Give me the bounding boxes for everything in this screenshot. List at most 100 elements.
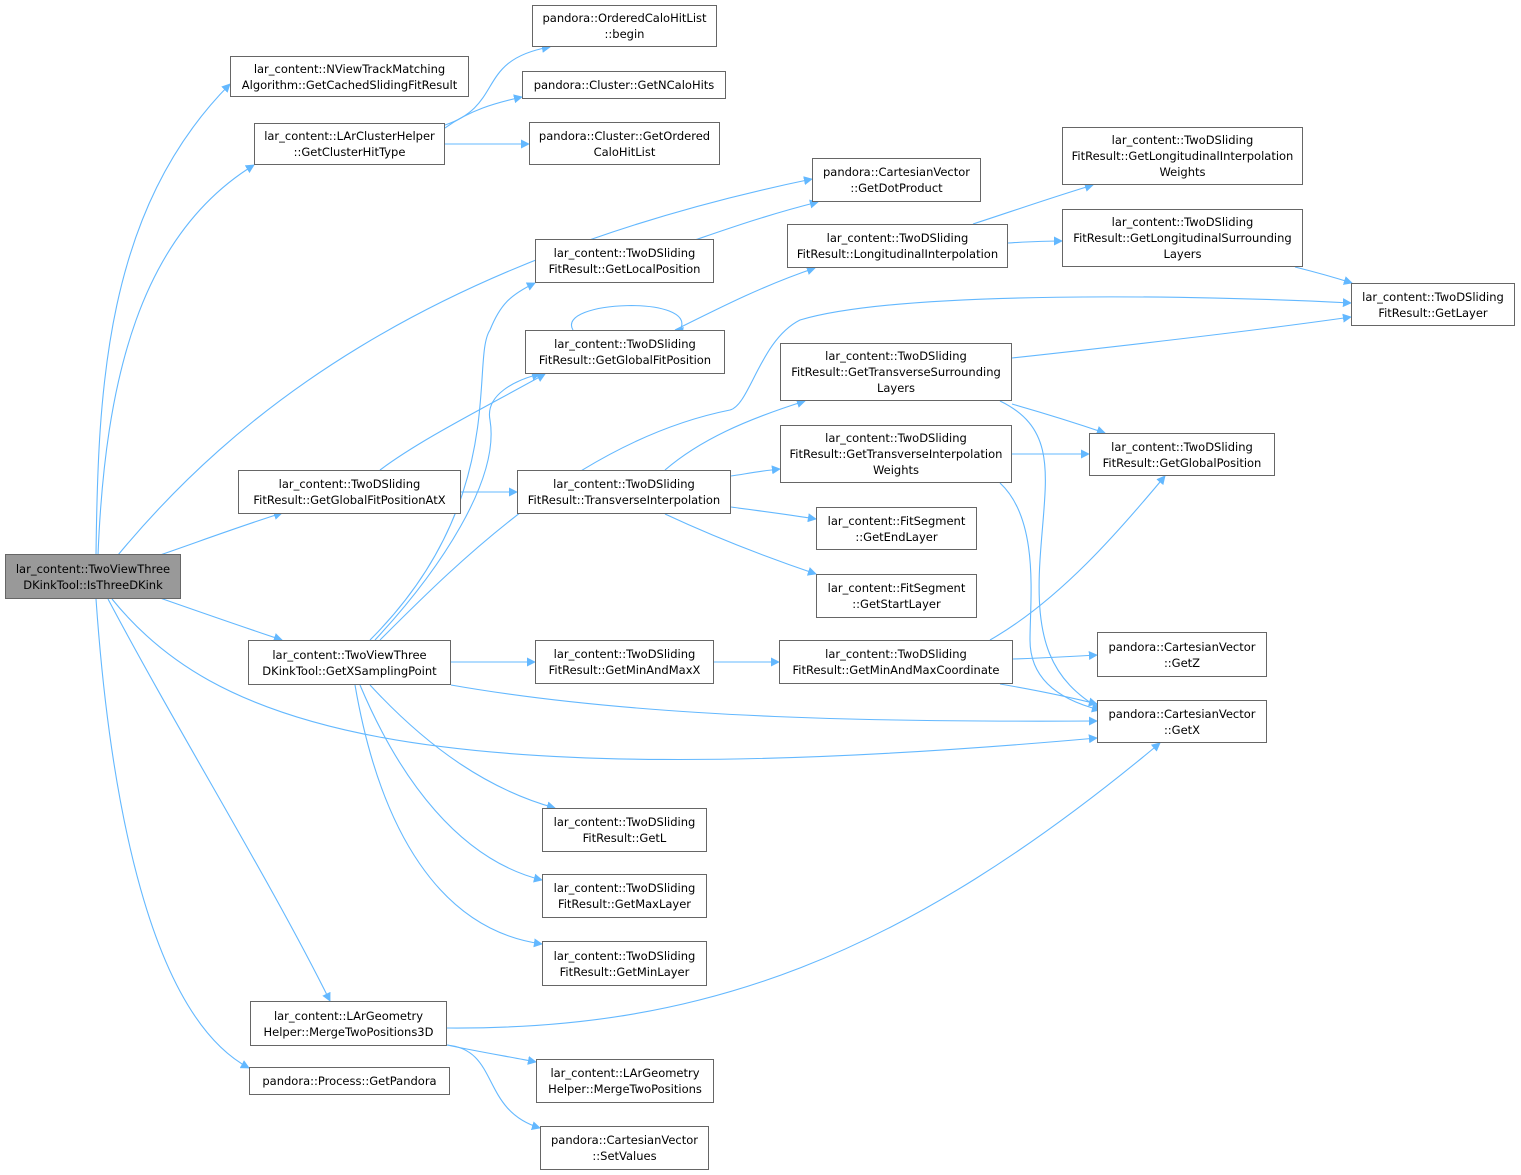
edge-kt_xsampling-to-sf_maxlayer (359, 684, 543, 883)
node-label-line: pandora::OrderedCaloHitList (542, 11, 707, 25)
node-label-line: Helper::MergeTwoPositions3D (263, 1024, 434, 1039)
node-label-line: FitResult::GetLocalPosition (548, 262, 701, 276)
node-label-line: pandora::CartesianVector (822, 165, 971, 179)
node-label-line: FitResult::GetTransverseSurrounding (791, 365, 1001, 379)
node-label-line: lar_content::TwoDSliding (1362, 289, 1504, 304)
node-label-line: pandora::Cluster::GetNCaloHits (533, 78, 715, 92)
edge-sf_minmaxcoord-to-cv_getx (999, 683, 1098, 707)
edge-kt_xsampling-to-cv_getx (450, 684, 1098, 726)
node-fs_endlayer[interactable]: lar_content::FitSegment::GetEndLayer (816, 507, 977, 550)
node-ch_hittype[interactable]: lar_content::LArClusterHelper::GetCluste… (254, 123, 445, 165)
node-label-line: pandora::CartesianVector (1108, 706, 1256, 721)
edge-ch_hittype-to-cl_ncalo (444, 94, 523, 129)
node-label-line: lar_content::TwoDSliding (825, 647, 967, 661)
edge-sf_transinterp-to-sf_transweights (730, 465, 781, 477)
node-label-line: lar_content::TwoDSliding (1111, 439, 1253, 454)
node-label-line: ::GetX (1163, 722, 1201, 737)
edge-sf_longinterp-to-sf_longsurr (1007, 236, 1063, 246)
node-label-line: lar_content::FitSegment (827, 513, 966, 528)
edge-kt_xsampling-to-sf_globalfit (374, 371, 541, 641)
node-cv_getz[interactable]: pandora::CartesianVector::GetZ (1097, 632, 1267, 677)
node-label-line: lar_content::NViewTrackMatching (253, 61, 446, 76)
node-label-line: FitResult::GetGlobalPosition (1102, 455, 1262, 470)
edge-root-to-gh_merge3d (107, 598, 331, 1002)
node-label-line: DKinkTool::GetXSamplingPoint (262, 663, 437, 678)
node-label-line: lar_content::TwoDSliding (553, 246, 696, 260)
node-cv_setvalues[interactable]: pandora::CartesianVector::SetValues (540, 1126, 709, 1170)
node-label-line: pandora::Cluster::GetOrdered (538, 128, 711, 143)
node-label-line: FitResult::GetLongitudinalSurrounding (1073, 231, 1292, 245)
edge-root-to-sf_globalfitx (159, 511, 283, 556)
edge-sf_transsurr-to-sf_globalpos (1011, 403, 1106, 435)
node-fs_startlayer[interactable]: lar_content::FitSegment::GetStartLayer (816, 574, 977, 618)
node-cv_dot[interactable]: pandora::CartesianVector::GetDotProduct (812, 158, 981, 202)
node-label-line: lar_content::TwoDSliding (553, 815, 696, 829)
edge-sf_longsurr-to-sf_getlayer (1294, 266, 1353, 285)
edge-sf_localpos-to-cv_dot (694, 199, 819, 241)
node-label-line: lar_content::TwoDSliding (553, 881, 696, 895)
node-label-line: lar_content::TwoDSliding (553, 477, 695, 491)
node-label-line: lar_content::TwoDSliding (826, 231, 969, 245)
edge-root-to-kt_xsampling (159, 597, 283, 642)
node-label-line: FitResult::GetGlobalFitPositionAtX (253, 493, 446, 507)
node-label-line: Layers (876, 381, 916, 395)
node-label-line: FitResult::GetTransverseInterpolation (789, 447, 1003, 461)
edge-sf_transsurr-to-cv_getx (999, 400, 1103, 711)
edge-sf_transweights-to-cv_getx (999, 482, 1101, 713)
edge-root-to-ntm_cached (95, 83, 231, 556)
edge-kt_xsampling-to-sf_localpos (369, 282, 536, 641)
node-label-line: Weights (1159, 165, 1206, 179)
node-pr_getpandora[interactable]: pandora::Process::GetPandora (249, 1067, 450, 1095)
node-ochl_begin[interactable]: pandora::OrderedCaloHitList::begin (532, 5, 717, 47)
edge-kt_xsampling-to-sf_getlayer (379, 296, 1352, 641)
node-label-line: FitResult::GetL (582, 831, 667, 845)
node-label-line: FitResult::GetGlobalFitPosition (538, 353, 712, 367)
node-label-line: pandora::Process::GetPandora (262, 1074, 437, 1088)
node-cv_getx[interactable]: pandora::CartesianVector::GetX (1097, 700, 1267, 743)
node-label-line: lar_content::TwoDSliding (554, 337, 696, 351)
edge-root-to-pr_getpandora (95, 598, 250, 1069)
edge-kt_xsampling-to-sf_getl (369, 684, 556, 811)
node-label-line: Layers (1163, 247, 1202, 261)
node-label-line: pandora::CartesianVector (1108, 639, 1256, 654)
node-label-line: pandora::CartesianVector (550, 1133, 699, 1147)
node-label-line: FitResult::GetLongitudinalInterpolation (1071, 149, 1294, 163)
node-label-line: ::GetDotProduct (850, 181, 943, 195)
node-label-line: FitResult::GetMinLayer (559, 964, 690, 979)
node-label-line: lar_content::LArGeometry (273, 1008, 424, 1023)
node-label-line: lar_content::TwoViewThree (15, 561, 171, 576)
node-label-line: CaloHitList (593, 144, 656, 159)
node-label-line: lar_content::TwoDSliding (553, 647, 696, 661)
node-label-line: lar_content::TwoDSliding (825, 349, 967, 363)
node-label-line: FitResult::GetLayer (1378, 305, 1488, 320)
node-label-line: lar_content::LArClusterHelper (264, 129, 435, 143)
edge-sf_transsurr-to-sf_getlayer (1011, 313, 1352, 359)
node-label-line: lar_content::TwoDSliding (1111, 215, 1254, 229)
edge-gh_merge3d-to-cv_getx (446, 742, 1161, 1029)
node-label-line: lar_content::TwoDSliding (553, 948, 696, 963)
node-cl_ncalo[interactable]: pandora::Cluster::GetNCaloHits (522, 71, 726, 99)
